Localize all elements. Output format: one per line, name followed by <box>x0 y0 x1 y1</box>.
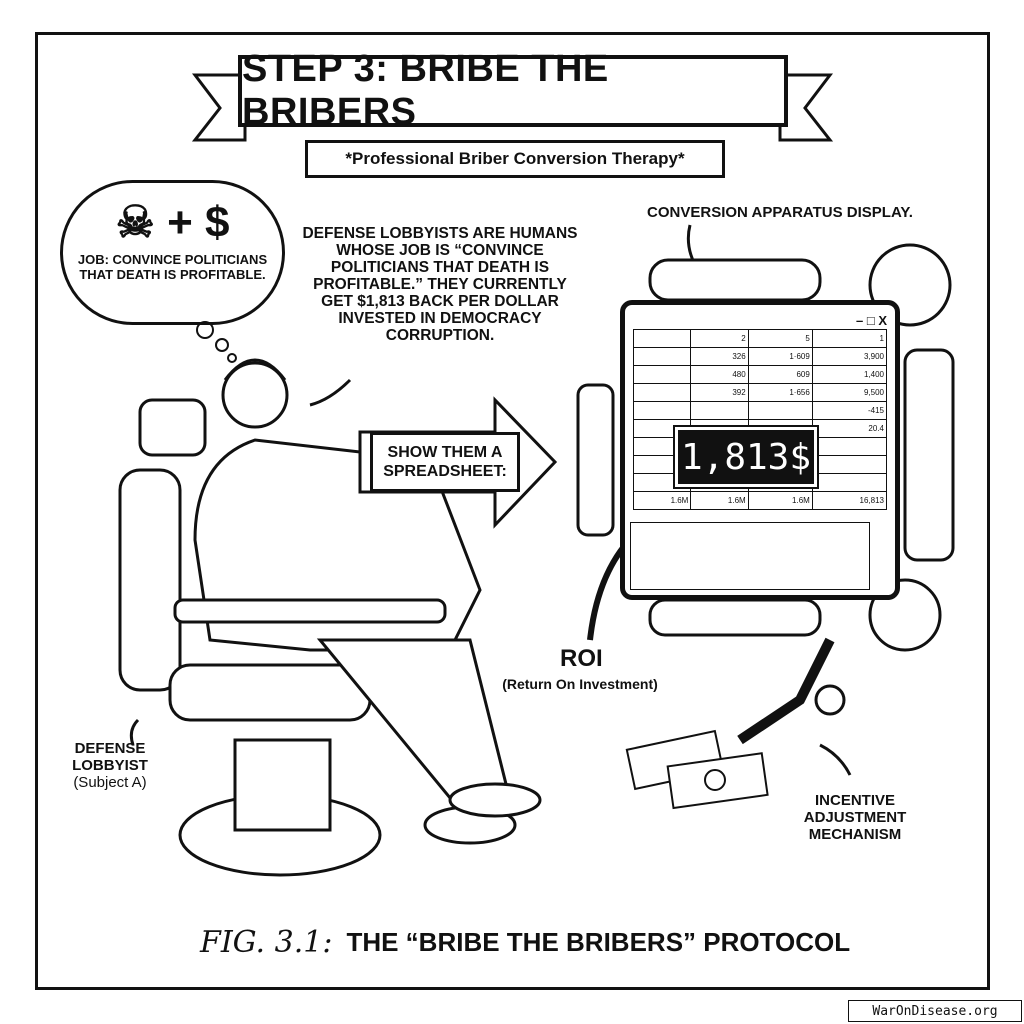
illustration-frame <box>35 32 990 990</box>
subtitle: *Professional Briber Conversion Therapy* <box>305 140 725 178</box>
table-cell: 609 <box>747 365 813 384</box>
apparatus-label: CONVERSION APPARATUS DISPLAY. <box>647 204 913 221</box>
subject-label-line: DEFENSE <box>74 740 146 757</box>
subject-label: DEFENSE LOBBYIST (Subject A) <box>55 740 165 791</box>
thought-text: JOB: CONVINCE POLITICIANS THAT DEATH IS … <box>77 252 268 282</box>
caption-text: THE “BRIBE THE BRIBERS” PROTOCOL <box>346 927 851 957</box>
show-spreadsheet-label: SHOW THEM A SPREADSHEET: <box>370 432 520 492</box>
table-cell: 1.6M <box>690 491 749 510</box>
skull-plus-dollar-icon: ☠ + $ <box>115 198 230 247</box>
page-title: STEP 3: BRIBE THE BRIBERS <box>238 48 788 133</box>
table-cell: 3,900 <box>811 347 888 366</box>
table-cell <box>632 383 692 402</box>
mechanism-label: INCENTIVE ADJUSTMENT MECHANISM <box>795 792 915 843</box>
thought-dots <box>196 321 237 363</box>
subject-label-line: (Subject A) <box>73 774 147 791</box>
roi-subtitle: (Return On Investment) <box>502 676 658 692</box>
mechanism-label-line: ADJUSTMENT <box>803 809 907 826</box>
table-cell <box>811 455 888 474</box>
table-cell: 1.6M <box>747 491 813 510</box>
table-cell: 1,400 <box>811 365 888 384</box>
subject-label-line: LOBBYIST <box>72 757 148 774</box>
table-cell <box>632 365 692 384</box>
table-cell <box>632 329 692 348</box>
table-cell: -415 <box>811 401 888 420</box>
ribbon-tails <box>191 73 834 142</box>
table-cell: 326 <box>690 347 749 366</box>
table-row: -415 <box>632 401 888 420</box>
thought-bubble: ☠ + $ JOB: CONVINCE POLITICIANS THAT DEA… <box>60 180 285 325</box>
spreadsheet-notes <box>630 522 870 590</box>
table-cell <box>747 401 813 420</box>
table-cell <box>811 437 888 456</box>
table-cell: 16,813 <box>811 491 888 510</box>
window-controls[interactable]: – □ X <box>856 313 887 328</box>
table-cell: 5 <box>747 329 813 348</box>
table-cell <box>690 401 749 420</box>
table-cell: 392 <box>690 383 749 402</box>
table-cell <box>632 401 692 420</box>
explanation-text: DEFENSE LOBBYISTS ARE HUMANS WHOSE JOB I… <box>302 225 578 344</box>
table-cell: 480 <box>690 365 749 384</box>
table-cell: 2 <box>690 329 749 348</box>
figure-caption: FIG. 3.1: THE “BRIBE THE BRIBERS” PROTOC… <box>200 925 920 960</box>
roi-display: 1,813$ <box>673 425 819 489</box>
table-cell: 9,500 <box>811 383 888 402</box>
mechanism-label-line: MECHANISM <box>808 826 902 843</box>
apparatus-machinery <box>576 243 955 745</box>
table-cell: 1·609 <box>747 347 813 366</box>
cash-stack <box>625 729 769 810</box>
figure-number: FIG. 3.1: <box>200 925 333 960</box>
table-cell: 20.4 <box>811 419 888 438</box>
table-cell: 1 <box>811 329 888 348</box>
roi-title: ROI <box>560 645 603 672</box>
table-cell <box>811 473 888 492</box>
table-cell: 1.6M <box>632 491 692 510</box>
watermark-link[interactable]: WarOnDisease.org <box>848 1000 1022 1022</box>
mechanism-label-line: INCENTIVE <box>814 792 895 809</box>
table-cell: 1·656 <box>747 383 813 402</box>
table-cell <box>632 347 692 366</box>
